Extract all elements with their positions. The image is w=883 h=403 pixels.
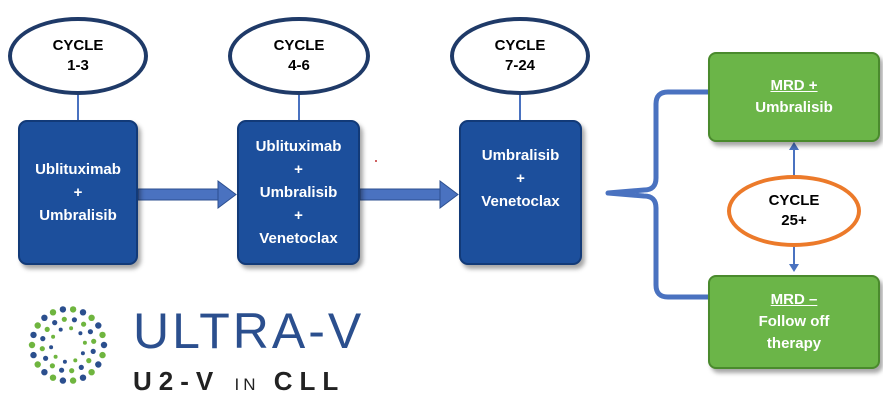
stray-dot: [375, 160, 377, 162]
arrow-1-to-2: [137, 180, 237, 209]
logo-dot: [58, 327, 63, 332]
cycle-4-label: CYCLE: [768, 192, 820, 209]
logo-dot: [86, 358, 92, 364]
logo-dot: [99, 351, 106, 359]
logo-dot: [88, 369, 95, 376]
arrow-to-mrd-neg: [789, 245, 799, 272]
logo-dot: [59, 367, 65, 373]
treatment-1-line-3: Umbralisib: [39, 207, 117, 224]
logo-dot: [41, 314, 48, 321]
cycle-3-stem: [519, 95, 521, 120]
logo-dot: [79, 374, 87, 381]
logo-title: ULTRA-V: [133, 303, 365, 359]
arrow-to-mrd-pos: [789, 142, 799, 176]
logo-dot: [49, 374, 57, 381]
cycle-3-range: 7-24: [504, 57, 536, 74]
logo-dot: [69, 326, 74, 331]
logo-dot: [88, 314, 95, 321]
logo-dot: [73, 358, 78, 363]
logo-sub-a: U2-V: [133, 366, 221, 396]
cycle-4-range: 25+: [781, 212, 807, 229]
mrd-negative-text-2: therapy: [766, 335, 822, 352]
logo-dot: [82, 340, 87, 345]
logo-dot: [49, 363, 56, 369]
logo-dot: [34, 361, 41, 368]
treatment-2-line-3: Umbralisib: [259, 184, 338, 201]
cycle-oval-3: CYCLE 7-24: [450, 17, 590, 95]
cycle-oval-2: CYCLE 4-6: [228, 17, 370, 95]
logo-dot: [52, 320, 58, 326]
logo-dot: [95, 322, 102, 329]
arrow-2-to-3: [359, 180, 459, 209]
treatment-box-2: Ublituximab + Umbralisib + Venetoclax: [237, 120, 360, 265]
cycle-2-range: 4-6: [288, 57, 310, 74]
treatment-2-line-2: +: [294, 161, 303, 178]
logo-sub-in: IN: [234, 375, 260, 394]
logo-dot: [53, 354, 58, 359]
treatment-3-line-2: +: [516, 170, 525, 187]
logo-dot: [30, 331, 37, 339]
logo-dot: [87, 329, 93, 335]
treatment-3-line-1: Umbralisib: [481, 147, 560, 164]
mrd-positive-title: MRD +: [770, 77, 818, 94]
logo-dot: [79, 309, 87, 316]
logo-dot: [69, 306, 77, 313]
cycle-1-range: 1-3: [67, 57, 89, 74]
cycle-oval-1: CYCLE 1-3: [8, 17, 148, 95]
logo-dot: [44, 326, 50, 332]
logo-dot: [51, 334, 56, 339]
treatment-box-1: Ublituximab + Umbralisib: [18, 120, 138, 265]
logo-dot: [49, 309, 57, 316]
logo-dot: [43, 355, 49, 361]
logo-dot: [61, 316, 67, 322]
mrd-positive-text: Umbralisib: [755, 99, 833, 116]
cycle-1-label: CYCLE: [52, 37, 104, 54]
treatment-2-line-4: +: [294, 207, 303, 224]
logo-dot: [49, 345, 54, 350]
logo-dot: [69, 368, 75, 374]
logo-dot: [62, 359, 67, 364]
logo-subtitle: U2-V IN CLL: [133, 366, 345, 400]
logo-dot: [81, 321, 87, 327]
logo-dot: [78, 364, 84, 370]
cycle-oval-4: CYCLE 25+: [727, 175, 861, 247]
treatment-3-line-3: Venetoclax: [481, 193, 560, 210]
logo-dot: [59, 306, 67, 313]
logo-dot: [99, 331, 106, 339]
logo-dot: [41, 369, 48, 376]
treatment-2-line-1: Ublituximab: [255, 138, 342, 155]
split-brace: [605, 89, 708, 300]
treatment-1-line-1: Ublituximab: [35, 161, 121, 178]
cycle-1-stem: [77, 95, 79, 120]
logo-dot: [39, 346, 45, 352]
logo-dot: [100, 341, 108, 349]
cycle-2-stem: [298, 95, 300, 120]
logo-dot: [90, 348, 96, 354]
mrd-negative-text-1: Follow off: [758, 313, 830, 330]
mrd-negative-box: MRD – Follow off therapy: [708, 275, 880, 369]
mrd-positive-box: MRD + Umbralisib: [708, 52, 880, 142]
treatment-1-line-2: +: [73, 184, 83, 201]
cycle-3-label: CYCLE: [494, 37, 546, 54]
logo-dot: [69, 377, 77, 384]
logo-dot: [28, 341, 36, 349]
logo-dot: [71, 317, 77, 323]
logo-dot: [80, 351, 85, 356]
logo-dot: [95, 361, 102, 368]
treatment-2-line-5: Venetoclax: [259, 230, 338, 247]
logo-dot: [30, 351, 37, 359]
mrd-negative-title: MRD –: [770, 291, 818, 308]
logo-dot: [34, 322, 41, 329]
logo-dot: [40, 336, 46, 342]
treatment-box-3: Umbralisib + Venetoclax: [459, 120, 582, 265]
logo-dot: [59, 377, 67, 384]
logo-dot: [91, 338, 97, 344]
logo-sub-b: CLL: [273, 366, 346, 396]
logo-dot: [78, 331, 83, 336]
cycle-2-label: CYCLE: [273, 37, 325, 54]
